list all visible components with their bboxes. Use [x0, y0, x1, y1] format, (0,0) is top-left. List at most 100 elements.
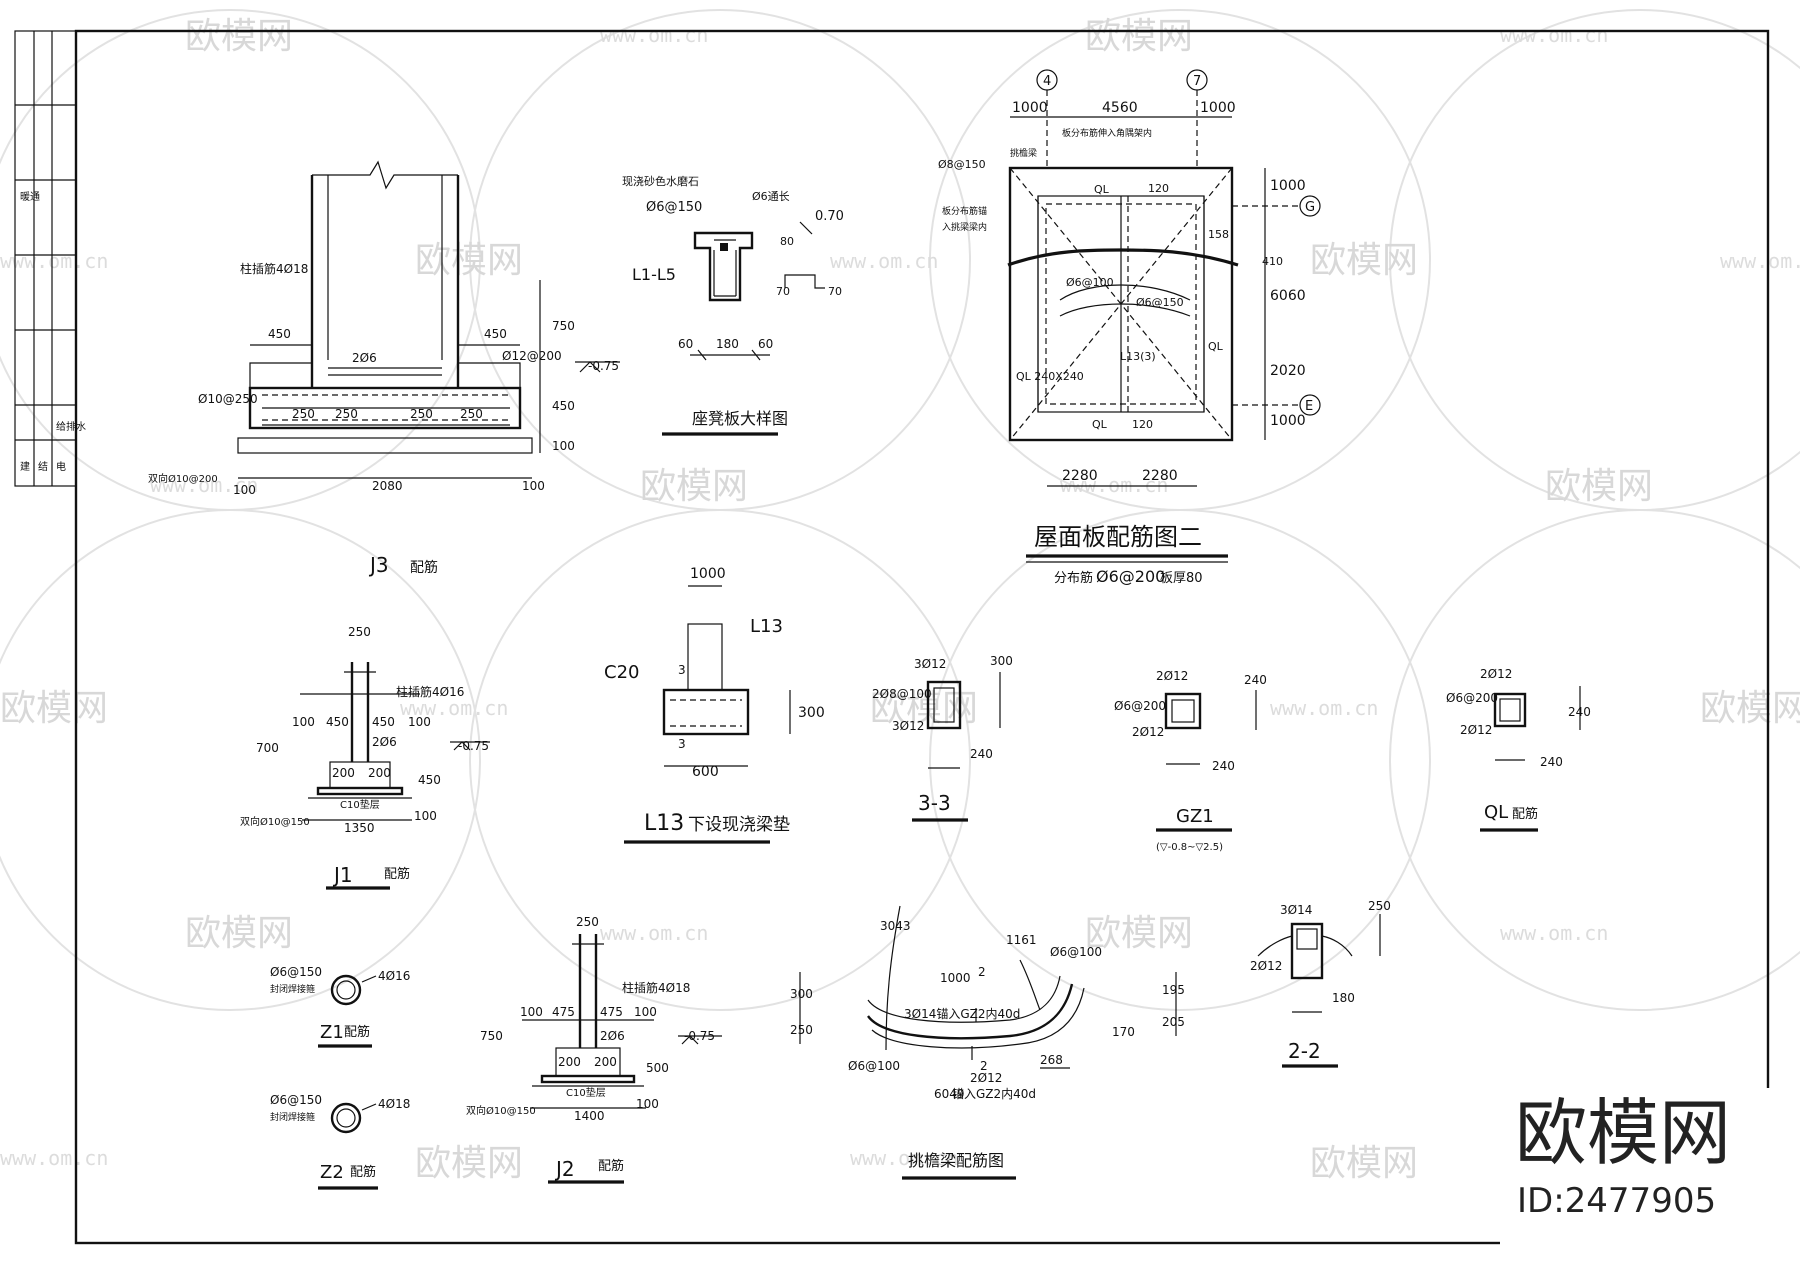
- j3-dim: 100: [552, 439, 575, 453]
- roof-note: 挑檐梁: [1010, 147, 1037, 159]
- watermark-url: www.om.cn: [830, 249, 938, 273]
- cantilever-dim: 170: [1112, 1025, 1135, 1039]
- z1-label: 4Ø16: [378, 969, 410, 983]
- cantilever-title: 挑檐梁配筋图: [908, 1151, 1004, 1170]
- gz1-title: GZ1: [1176, 806, 1214, 827]
- roof-plan-title: 屋面板配筋图二: [1034, 523, 1202, 551]
- l13-dim: 600: [692, 764, 719, 780]
- watermark-url: www.om.cn: [600, 921, 708, 945]
- cantilever-label: Ø6@100: [848, 1059, 900, 1073]
- j1-dim: 100: [292, 715, 315, 729]
- j1-label: C10垫层: [340, 798, 380, 811]
- roof-rebar-label: Ø6@150: [1136, 296, 1184, 309]
- roof-plan-subtitle-prefix: 分布筋: [1054, 570, 1093, 586]
- roof-rebar-label: Ø8@150: [938, 158, 986, 171]
- ql-label: Ø6@200: [1446, 691, 1498, 705]
- j2-label: -0.75: [684, 1029, 715, 1043]
- j3-dim: 250: [460, 407, 483, 421]
- title-block-labels: 建 结 电 给排水 暖通: [20, 190, 86, 473]
- roof-note: 板分布筋锚: [942, 205, 987, 217]
- roof-right-dim: 1000: [1270, 413, 1306, 429]
- bench-label: L1-L5: [632, 265, 676, 284]
- z1-detail: [330, 974, 377, 1006]
- j2-dim: 475: [552, 1005, 575, 1019]
- j2-dim: 250: [576, 915, 599, 929]
- watermark-brand: 欧模网: [415, 1143, 523, 1184]
- j2-dim: 100: [520, 1005, 543, 1019]
- l13-title-code: L13: [644, 811, 684, 836]
- cantilever-dim: 6049: [934, 1087, 965, 1101]
- roof-slab-plan: [1007, 69, 1321, 487]
- j2-label: 双向Ø10@150: [466, 1104, 536, 1117]
- section-2-2-dim: 250: [1368, 899, 1391, 913]
- j3-label: 2Ø6: [352, 351, 377, 365]
- j1-dim: 450: [326, 715, 349, 729]
- watermark-brand: 欧模网: [1310, 1143, 1418, 1184]
- l13-title-text: 下设现浇梁垫: [688, 815, 790, 835]
- watermark-brand: 欧模网: [1700, 688, 1800, 729]
- gz1-dim: 240: [1244, 673, 1267, 687]
- l13-label: 3: [678, 737, 686, 751]
- ql-label: 2Ø12: [1460, 723, 1492, 737]
- roof-rebar-label: 158: [1208, 228, 1229, 241]
- j3-dim: 100: [233, 483, 256, 497]
- j3-dim: 2080: [372, 479, 403, 493]
- z2-label: Ø6@150: [270, 1093, 322, 1107]
- cantilever-dim: 250: [790, 1023, 813, 1037]
- cantilever-dim: 268: [1040, 1053, 1063, 1067]
- roof-plan-subtitle-suffix: 板厚80: [1160, 571, 1203, 586]
- j1-dim: 100: [408, 715, 431, 729]
- watermark-url: www.om.cn: [1720, 249, 1800, 273]
- j1-subtitle: 配筋: [384, 866, 410, 882]
- roof-bottom-dim: 2280: [1062, 468, 1098, 484]
- j3-dim: 100: [522, 479, 545, 493]
- roof-axis-label: E: [1305, 399, 1313, 414]
- cantilever-beam-labels: 3Ø14锚入GZ2内40d Ø6@100 Ø6@100 2Ø12 锚入GZ2内4…: [790, 919, 1185, 1101]
- bench-title: 座凳板大样图: [692, 409, 788, 428]
- roof-notes: 挑檐梁 板分布筋伸入角隅架内 板分布筋锚 入挑梁梁内: [942, 127, 1152, 233]
- watermark-brand: 欧模网: [1085, 16, 1193, 57]
- j3-dim: 450: [484, 327, 507, 341]
- roof-dims: 1000 4560 1000 1000 6060 2020 1000 2280 …: [1012, 100, 1306, 484]
- cantilever-label: 2: [980, 1059, 988, 1073]
- section-2-2-label: 2Ø12: [1250, 959, 1282, 973]
- watermark-brand: 欧模网: [1085, 913, 1193, 954]
- watermark-url: www.om.cn: [150, 473, 258, 497]
- j2-footing-detail: [522, 934, 722, 1109]
- j2-label: 2Ø6: [600, 1029, 625, 1043]
- j1-label: 双向Ø10@150: [240, 815, 310, 828]
- l13-labels: L13 C20 3 3 1000 600 300: [604, 566, 825, 780]
- j2-dim: 475: [600, 1005, 623, 1019]
- roof-rebar-label: L13(3): [1120, 350, 1156, 363]
- section-3-3-title: 3-3: [918, 791, 951, 815]
- roof-rebar-label: Ø6@100: [1066, 276, 1114, 289]
- gz1-label: 2Ø12: [1156, 669, 1188, 683]
- section-2-2-label: 3Ø14: [1280, 903, 1312, 917]
- j1-dim: 200: [332, 766, 355, 780]
- watermark-url: www.om.cn: [400, 696, 508, 720]
- bench-label: 0.70: [815, 209, 844, 224]
- j3-dim: 250: [410, 407, 433, 421]
- ql-dim: 240: [1568, 705, 1591, 719]
- bench-slab-detail: [690, 221, 825, 361]
- gz1-label: 2Ø12: [1132, 725, 1164, 739]
- roof-right-dim: 2020: [1270, 363, 1306, 379]
- cantilever-dim: 1161: [1006, 933, 1037, 947]
- j2-dim: 100: [634, 1005, 657, 1019]
- roof-axis-label: 4: [1043, 74, 1051, 89]
- j1-labels: 柱插筋4Ø16 2Ø6 C10垫层 双向Ø10@150 -0.75 250 10…: [240, 625, 489, 835]
- z1-subtitle: 配筋: [344, 1024, 370, 1040]
- j3-dim: 750: [552, 319, 575, 333]
- roof-note: 入挑梁梁内: [942, 221, 987, 233]
- j1-label: 2Ø6: [372, 735, 397, 749]
- roof-rebar-label: 120: [1148, 182, 1169, 195]
- ql-subtitle: 配筋: [1512, 806, 1538, 822]
- z1-label: 封闭焊接箍: [270, 983, 315, 995]
- l13-beam-pad-detail: [662, 585, 791, 767]
- cantilever-label: 锚入GZ2内40d: [952, 1086, 1036, 1101]
- j2-dim: 1400: [574, 1109, 605, 1123]
- roof-axis-labels: 4 7 G E: [1043, 74, 1315, 414]
- section-3-3-detail: [926, 672, 1001, 769]
- bench-dim: 180: [716, 337, 739, 351]
- j3-subtitle: 配筋: [410, 559, 438, 576]
